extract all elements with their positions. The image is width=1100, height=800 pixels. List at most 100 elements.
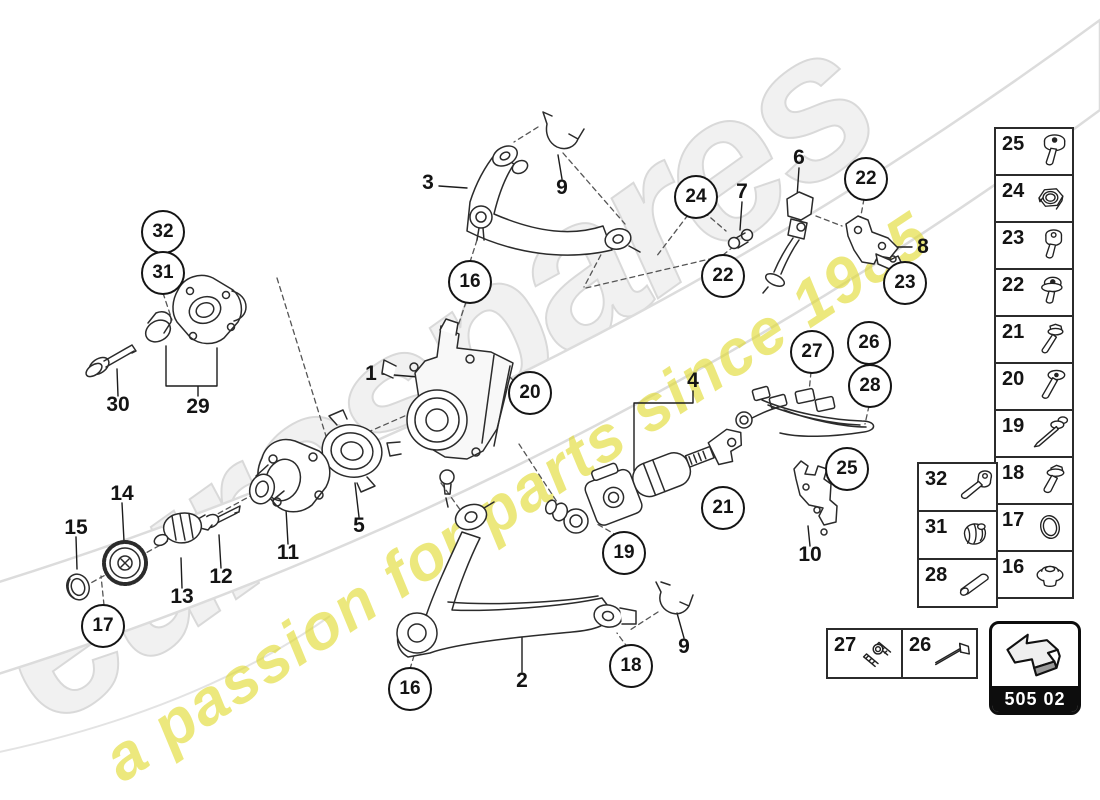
back-arrow-icon bbox=[1006, 633, 1061, 677]
part-flange-bolt bbox=[85, 344, 137, 378]
legend-item-number: 22 bbox=[1002, 274, 1025, 296]
part-tone-wheel bbox=[102, 540, 148, 586]
part-hub-housing bbox=[248, 438, 331, 513]
flanged-cap-nut-icon bbox=[1036, 565, 1064, 587]
legend-item-25[interactable]: 25 bbox=[996, 129, 1072, 174]
legend-item-20[interactable]: 20 bbox=[996, 362, 1072, 409]
callout-circled-31[interactable]: 31 bbox=[141, 251, 185, 295]
long-shoulder-bolt-icon bbox=[1033, 416, 1069, 448]
hex-flange-nut-icon bbox=[1038, 188, 1064, 210]
callout-circled-22[interactable]: 22 bbox=[701, 254, 745, 298]
legend-item-number: 19 bbox=[1002, 415, 1025, 437]
part-retaining-fork-top bbox=[542, 111, 585, 150]
legend-item-28[interactable]: 28 bbox=[919, 558, 996, 606]
legend-item-number: 24 bbox=[1002, 180, 1025, 202]
legend-item-16[interactable]: 16 bbox=[996, 550, 1072, 597]
legend-item-number: 28 bbox=[925, 564, 948, 586]
part-splined-bushing bbox=[153, 512, 203, 547]
callout-circled-24[interactable]: 24 bbox=[674, 175, 718, 219]
part-damper-assembly bbox=[544, 428, 743, 534]
callout-circled-25[interactable]: 25 bbox=[825, 447, 869, 491]
legend-item-number: 20 bbox=[1002, 368, 1025, 390]
callout-plain-9[interactable]: 9 bbox=[556, 176, 568, 199]
callout-plain-15[interactable]: 15 bbox=[64, 516, 88, 539]
legend-bottom-row: 27 26 bbox=[826, 628, 978, 679]
hex-flange-bolt-short-icon bbox=[1043, 464, 1065, 494]
legend-item-32[interactable]: 32 bbox=[919, 464, 996, 510]
callout-circled-21[interactable]: 21 bbox=[701, 486, 745, 530]
callout-plain-12[interactable]: 12 bbox=[209, 565, 233, 588]
callout-circled-17[interactable]: 17 bbox=[81, 604, 125, 648]
callout-plain-10[interactable]: 10 bbox=[798, 543, 822, 566]
callout-circled-27[interactable]: 27 bbox=[790, 330, 834, 374]
legend-item-19[interactable]: 19 bbox=[996, 409, 1072, 456]
callout-circled-23[interactable]: 23 bbox=[883, 261, 927, 305]
callout-plain-1[interactable]: 1 bbox=[365, 362, 377, 385]
legend-item-number: 16 bbox=[1002, 556, 1025, 578]
legend-item-number: 21 bbox=[1002, 321, 1025, 343]
part-lower-control-arm bbox=[396, 501, 637, 658]
torx-flange-screw-icon bbox=[1041, 276, 1063, 304]
callout-circled-26[interactable]: 26 bbox=[847, 321, 891, 365]
callout-circled-22[interactable]: 22 bbox=[844, 157, 888, 201]
callout-circled-20[interactable]: 20 bbox=[508, 371, 552, 415]
legend-item-17[interactable]: 17 bbox=[996, 503, 1072, 550]
legend-item-number: 26 bbox=[909, 634, 932, 656]
callout-plain-3[interactable]: 3 bbox=[422, 171, 434, 194]
part-wheel-knuckle bbox=[381, 318, 514, 508]
socket-head-bolt-icon bbox=[1045, 229, 1063, 259]
part-retaining-fork-bottom bbox=[655, 581, 694, 615]
legend-item-22[interactable]: 22 bbox=[996, 268, 1072, 315]
legend-item-number: 31 bbox=[925, 516, 948, 538]
part-height-sensor bbox=[762, 191, 814, 294]
callout-circled-32[interactable]: 32 bbox=[141, 210, 185, 254]
legend-item-number: 25 bbox=[1002, 133, 1025, 155]
callout-circled-16[interactable]: 16 bbox=[448, 260, 492, 304]
legend-item-21[interactable]: 21 bbox=[996, 315, 1072, 362]
solid-leader-lines bbox=[75, 154, 913, 673]
callout-plain-6[interactable]: 6 bbox=[793, 146, 805, 169]
part-sensor-link bbox=[727, 228, 754, 250]
part-wiring-harness bbox=[735, 385, 875, 437]
part-upper-control-arm bbox=[466, 145, 641, 256]
legend-item-23[interactable]: 23 bbox=[996, 221, 1072, 268]
callout-circled-18[interactable]: 18 bbox=[609, 644, 653, 688]
pan-head-torx-screw-icon bbox=[1043, 134, 1066, 166]
callout-plain-29[interactable]: 29 bbox=[186, 395, 210, 418]
callout-plain-2[interactable]: 2 bbox=[516, 669, 528, 692]
legend-item-number: 32 bbox=[925, 468, 948, 490]
callout-plain-4[interactable]: 4 bbox=[687, 369, 699, 392]
callout-circled-28[interactable]: 28 bbox=[848, 364, 892, 408]
legend-item-27[interactable]: 27 bbox=[826, 628, 903, 679]
callout-plain-13[interactable]: 13 bbox=[170, 585, 194, 608]
legend-item-24[interactable]: 24 bbox=[996, 174, 1072, 221]
page-code-label: 505 02 bbox=[992, 686, 1078, 712]
o-ring-icon bbox=[1039, 514, 1061, 540]
legend-item-26[interactable]: 26 bbox=[903, 628, 978, 679]
part-wheel-bearing bbox=[321, 409, 383, 493]
callout-circled-16[interactable]: 16 bbox=[388, 667, 432, 711]
callout-plain-9[interactable]: 9 bbox=[678, 635, 690, 658]
legend-item-number: 27 bbox=[834, 634, 857, 656]
callout-plain-7[interactable]: 7 bbox=[736, 180, 748, 203]
hex-flange-bolt-icon bbox=[1041, 323, 1064, 354]
legend-item-18[interactable]: 18 bbox=[996, 456, 1072, 503]
callout-plain-30[interactable]: 30 bbox=[106, 393, 130, 416]
callout-plain-5[interactable]: 5 bbox=[353, 514, 365, 537]
page-code-tile[interactable]: 505 02 bbox=[989, 621, 1081, 715]
callout-plain-11[interactable]: 11 bbox=[276, 541, 300, 564]
callout-circled-19[interactable]: 19 bbox=[602, 531, 646, 575]
sensor-kit-icon bbox=[862, 641, 892, 668]
legend-column-2: 32 31 28 bbox=[917, 462, 998, 608]
legend-item-31[interactable]: 31 bbox=[919, 510, 996, 558]
dowel-pin-icon bbox=[959, 573, 989, 596]
countersunk-torx-screw-icon bbox=[1041, 369, 1066, 399]
callout-plain-8[interactable]: 8 bbox=[917, 235, 929, 258]
part-hub-flange bbox=[144, 274, 247, 345]
rubber-bushing-icon bbox=[963, 523, 987, 545]
callout-plain-14[interactable]: 14 bbox=[110, 482, 134, 505]
